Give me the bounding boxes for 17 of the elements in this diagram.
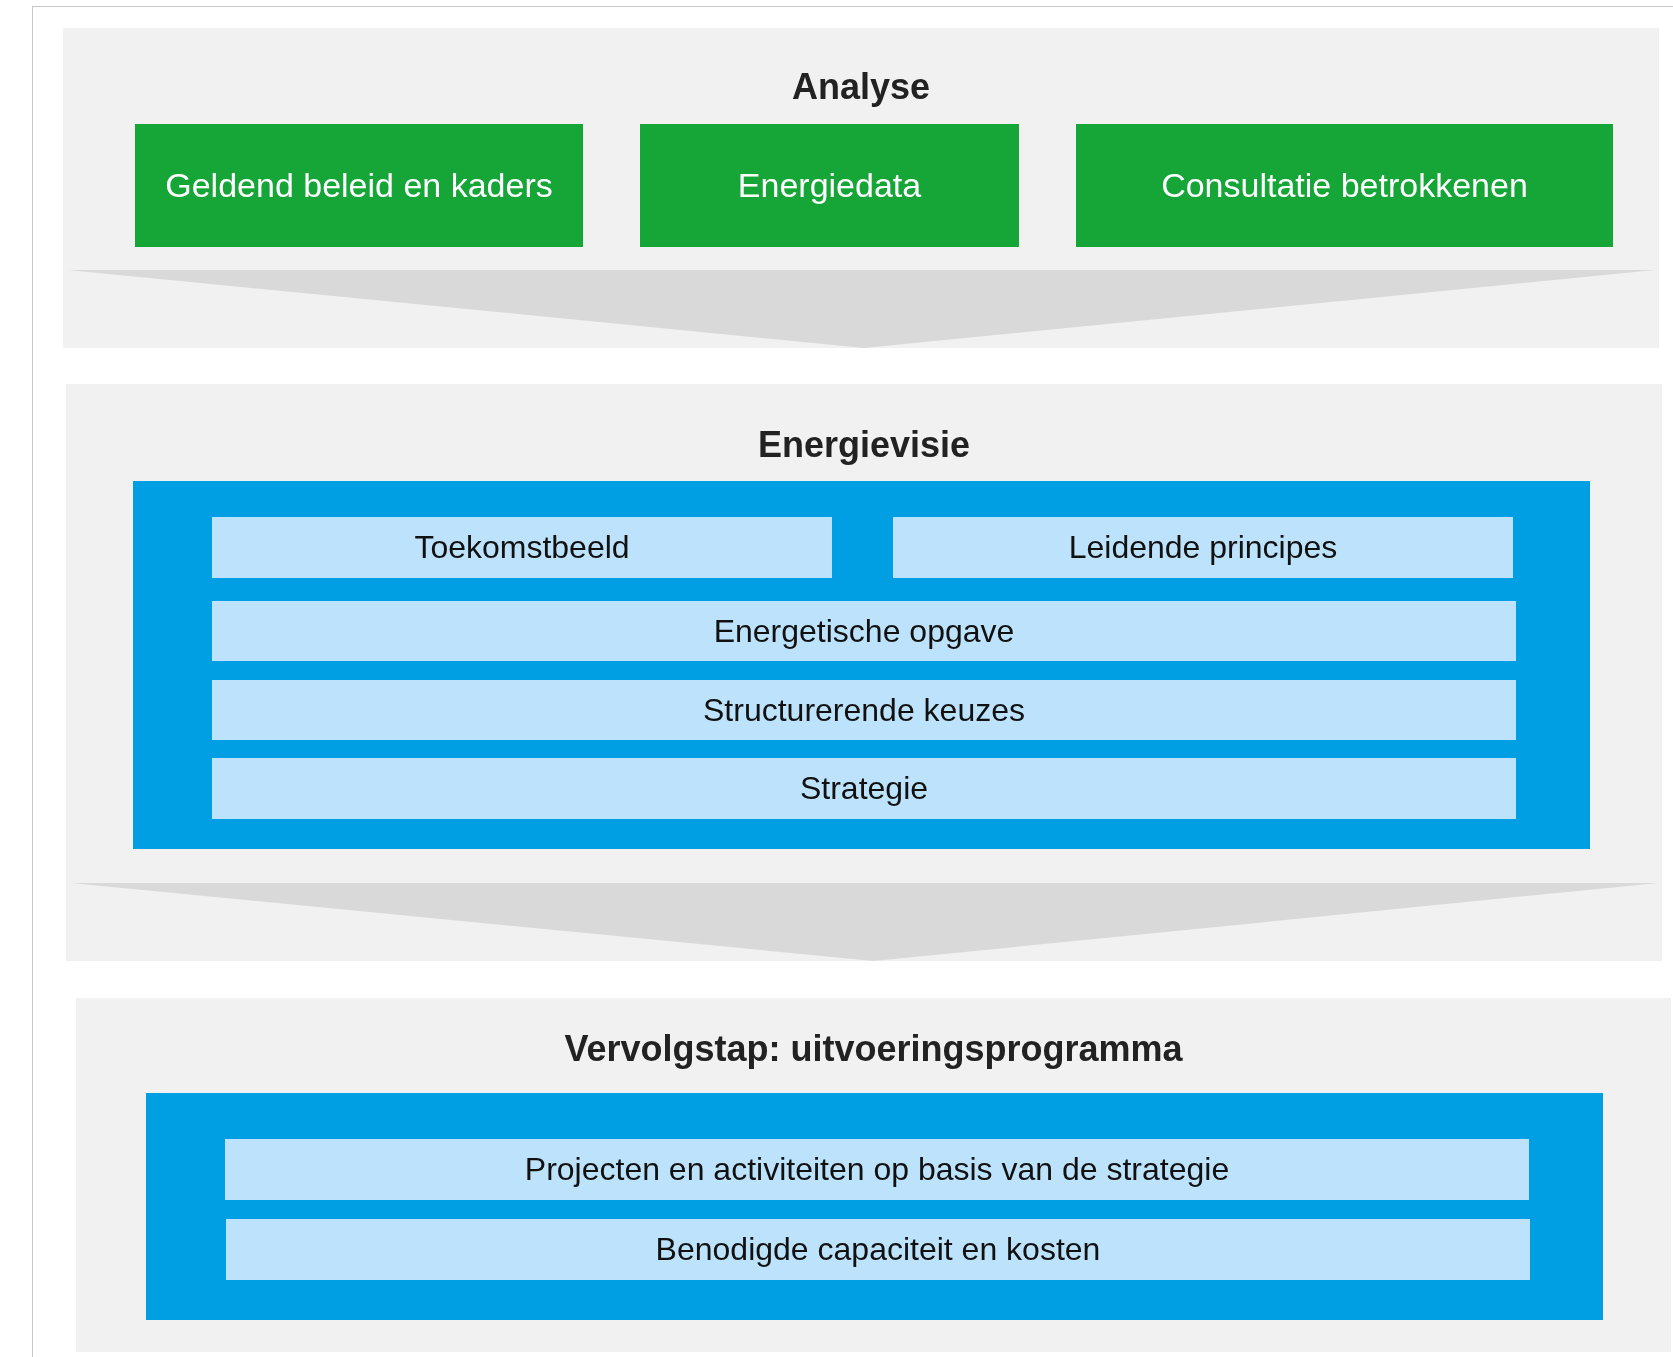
- stage-title: Vervolgstap: uitvoeringsprogramma: [563, 1028, 1184, 1070]
- content-panel: [133, 481, 1590, 849]
- input-box: Consultatie betrokkenen: [1076, 124, 1613, 247]
- element-bar: Benodigde capaciteit en kosten: [226, 1219, 1530, 1280]
- stage-title: Energievisie: [756, 424, 972, 466]
- element-bar: Toekomstbeeld: [212, 517, 832, 578]
- stage-title: Analyse: [790, 66, 932, 108]
- element-bar: Strategie: [212, 758, 1516, 819]
- element-bar: Leidende principes: [893, 517, 1513, 578]
- element-bar: Energetische opgave: [212, 601, 1516, 661]
- element-bar: Structurerende keuzes: [212, 680, 1516, 740]
- content-panel: [146, 1093, 1603, 1320]
- element-bar: Projecten en activiteiten op basis van de strategie: [225, 1139, 1529, 1200]
- input-box: Energiedata: [640, 124, 1019, 247]
- stage-panel: [66, 384, 1662, 961]
- input-box: Geldend beleid en kaders: [135, 124, 583, 247]
- stage-panel: [76, 998, 1671, 1352]
